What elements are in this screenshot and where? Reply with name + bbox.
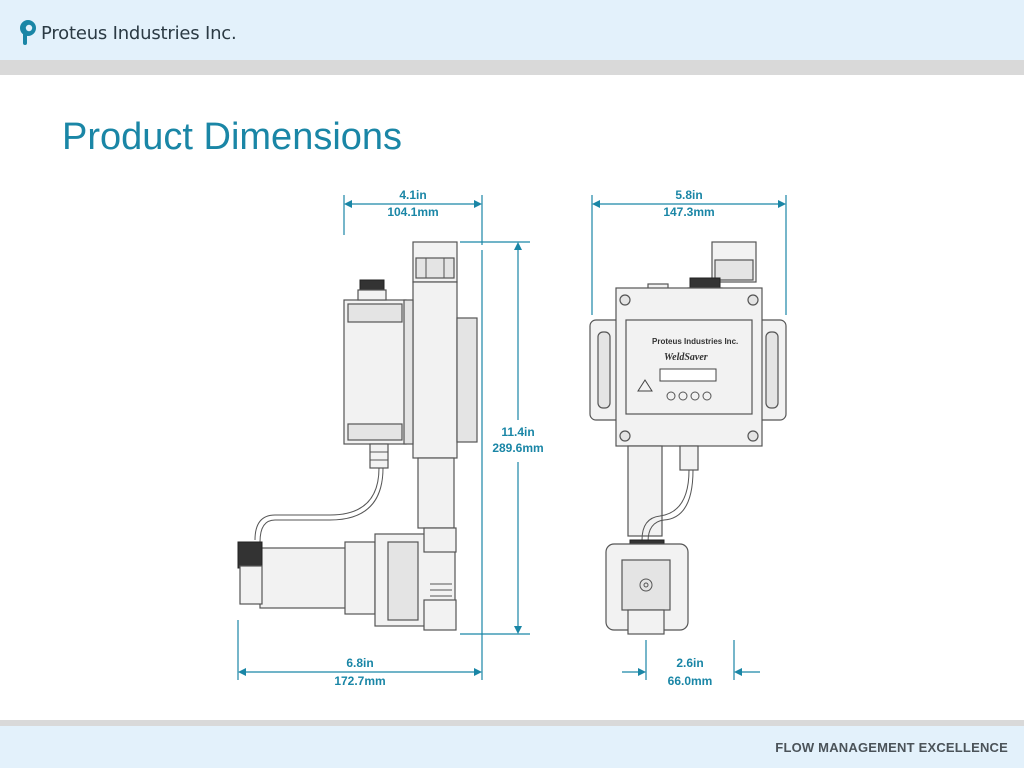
side-depth-dimension: 6.8in 172.7mm: [237, 250, 483, 688]
front-view-drawing: Proteus Industries Inc. WeldSaver: [589, 241, 787, 635]
front-bottom-mm: 66.0mm: [668, 674, 713, 688]
side-width-mm: 104.1mm: [387, 205, 438, 219]
device-brand-label: Proteus Industries Inc.: [652, 337, 738, 346]
company-name: Proteus Industries Inc.: [41, 22, 237, 44]
footer-tagline: FLOW MANAGEMENT EXCELLENCE: [775, 740, 1008, 755]
side-width-dimension: 4.1in 104.1mm: [343, 188, 483, 245]
footer: FLOW MANAGEMENT EXCELLENCE: [0, 726, 1024, 768]
side-depth-in: 6.8in: [346, 656, 373, 670]
side-view-drawing: [237, 241, 478, 631]
side-width-in: 4.1in: [399, 188, 426, 202]
front-width-dimension: 5.8in 147.3mm: [591, 188, 787, 315]
header-divider: [0, 60, 1024, 75]
front-bottom-dimension: 2.6in 66.0mm: [622, 640, 760, 688]
device-model-label: WeldSaver: [664, 352, 708, 363]
side-depth-mm: 172.7mm: [334, 674, 385, 688]
proteus-logo-icon: [20, 20, 36, 45]
page-title: Product Dimensions: [62, 116, 403, 158]
front-width-in: 5.8in: [675, 188, 702, 202]
footer-divider: [0, 720, 1024, 726]
company-logo[interactable]: Proteus Industries Inc.: [19, 19, 237, 47]
header: Proteus Industries Inc.: [0, 0, 1024, 60]
front-bottom-in: 2.6in: [676, 656, 703, 670]
front-width-mm: 147.3mm: [663, 205, 714, 219]
height-in: 11.4in: [501, 425, 534, 439]
product-dimension-diagram: 4.1in 104.1mm 11.4in 289.6mm 6.8in 172.7…: [237, 188, 787, 688]
height-dimension: 11.4in 289.6mm: [460, 241, 544, 635]
height-mm: 289.6mm: [492, 441, 543, 455]
